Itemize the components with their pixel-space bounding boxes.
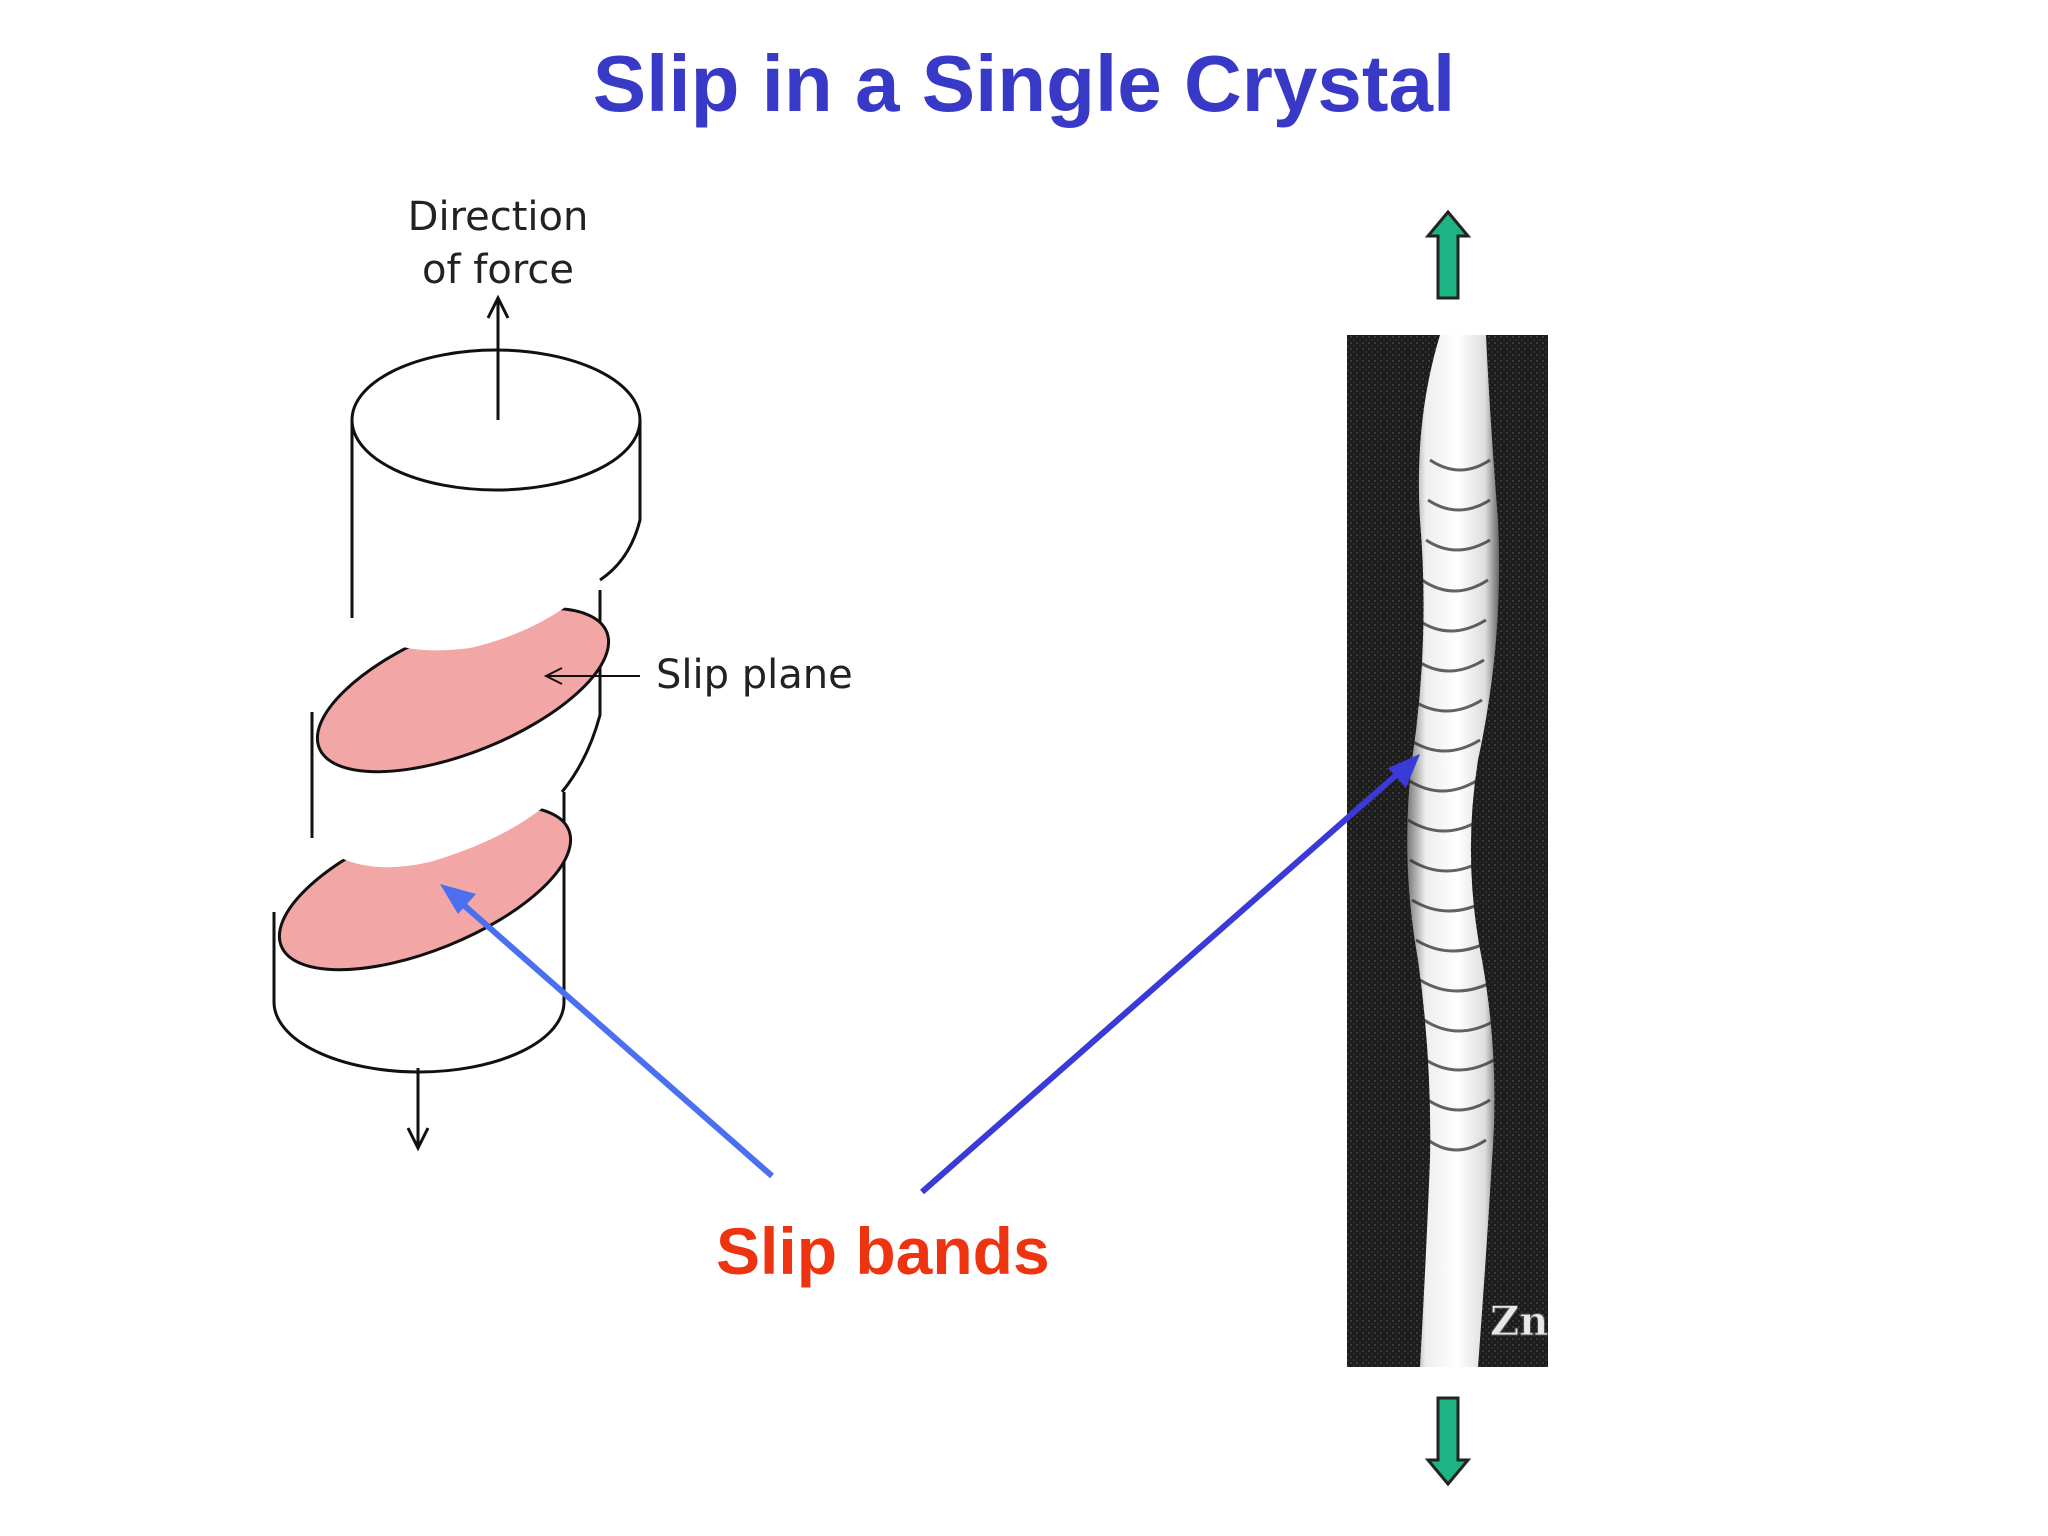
force-arrow-down <box>406 1068 430 1152</box>
force-label-line1: Direction <box>408 194 589 240</box>
tension-arrow-down <box>1424 1396 1472 1487</box>
pointer-arrow-left <box>440 884 774 1179</box>
specimen-photo: Zn <box>1347 335 1549 1367</box>
slide-title: Slip in a Single Crystal <box>592 39 1456 128</box>
specimen-label: Zn <box>1490 1298 1548 1345</box>
force-label-line2: of force <box>422 247 574 293</box>
slip-band-lines <box>1407 458 1497 1152</box>
slip-plane-leader <box>543 667 640 685</box>
cylinder-sketch <box>272 294 642 1152</box>
slip-bands-callout: Slip bands <box>716 1214 1050 1288</box>
deformed-strip <box>1407 335 1500 1367</box>
tension-arrow-up <box>1424 209 1472 300</box>
slip-plane-label: Slip plane <box>656 652 853 698</box>
cylinder-top-section <box>350 348 642 651</box>
pointer-arrow-right <box>920 754 1420 1195</box>
